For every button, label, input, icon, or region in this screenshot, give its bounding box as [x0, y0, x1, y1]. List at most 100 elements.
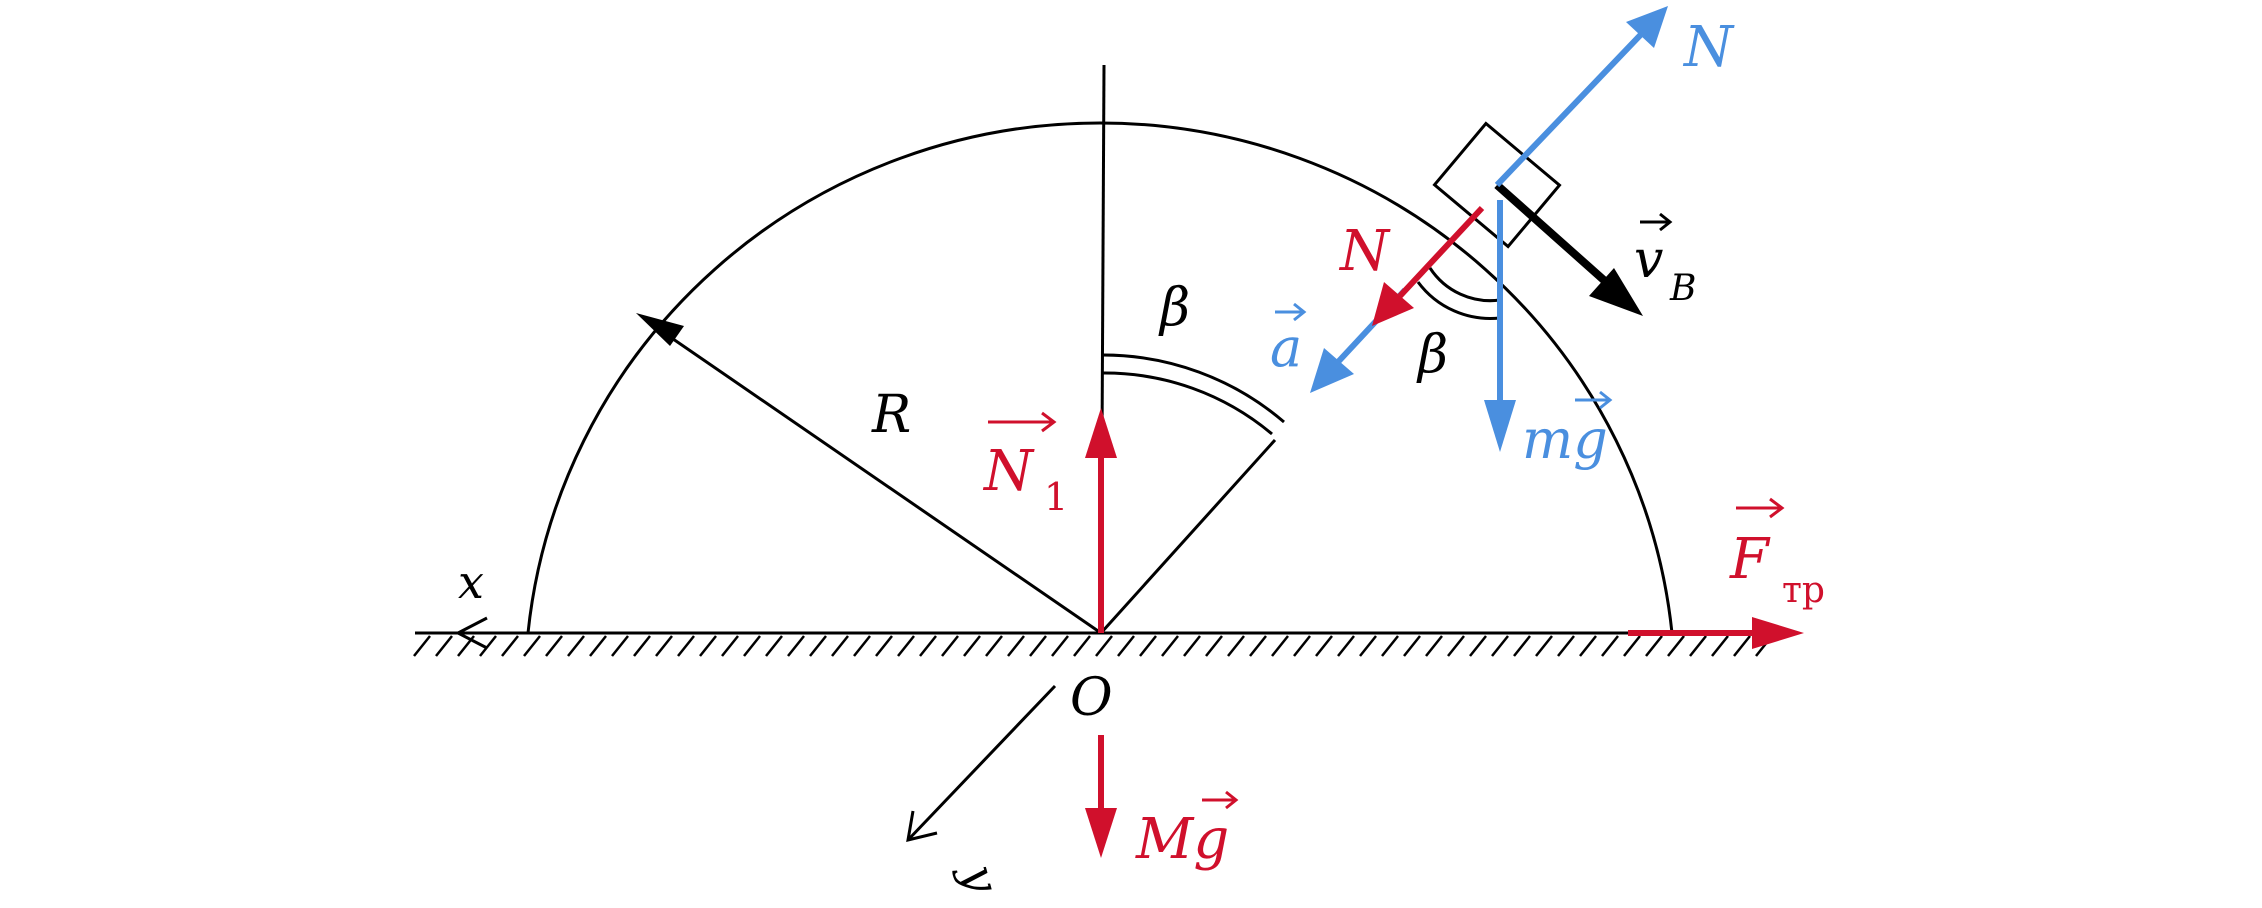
friction-label: F: [1729, 527, 1771, 592]
gravity-hemisphere-arrow: [1085, 735, 1117, 858]
hatch-mark: [831, 635, 849, 657]
hatch-mark: [1073, 635, 1091, 657]
hatch-mark: [1007, 635, 1025, 657]
velocity-arrow: [1494, 182, 1643, 316]
block-angle-arc: [1416, 267, 1501, 320]
velocity-subscript: B: [1669, 268, 1696, 309]
gravity-block-arrow: [1484, 200, 1516, 452]
hatch-mark: [1051, 635, 1069, 657]
hatch-mark: [1293, 635, 1311, 657]
x-axis-label: x: [458, 555, 484, 609]
radius-label: R: [871, 385, 911, 445]
hatch-mark: [1689, 635, 1707, 657]
hatch-mark: [1491, 635, 1509, 657]
center-angle-label: β: [1158, 278, 1190, 338]
hatch-mark: [589, 635, 607, 657]
hatch-mark: [853, 635, 871, 657]
hatch-mark: [743, 635, 761, 657]
hatch-mark: [677, 635, 695, 657]
hatch-mark: [897, 635, 915, 657]
normal-floor-over-arrow: [988, 411, 1057, 433]
hatch-mark: [1139, 635, 1157, 657]
normal-on-hemisphere-label: N: [1338, 219, 1391, 284]
hatch-mark: [985, 635, 1003, 657]
normal-block-arrow: [1494, 6, 1668, 188]
hatch-mark: [1161, 635, 1179, 657]
radius-arrow: [636, 313, 1102, 635]
hatch-mark: [1579, 635, 1597, 657]
y-axis-arrow: [906, 684, 1057, 842]
hatch-mark: [1359, 635, 1377, 657]
hatch-mark: [1623, 635, 1641, 657]
acceleration-over-arrow: [1275, 302, 1307, 322]
hatch-mark: [1513, 635, 1531, 657]
normal-floor-arrow: [1085, 408, 1117, 633]
hatch-mark: [963, 635, 981, 657]
hatch-mark: [1183, 635, 1201, 657]
acceleration-label: a: [1270, 316, 1302, 379]
block-angle-label: β: [1416, 325, 1448, 385]
hatch-mark: [1535, 635, 1553, 657]
normal-floor-subscript: 1: [1044, 475, 1068, 519]
hatch-mark: [413, 635, 431, 657]
hatch-mark: [1249, 635, 1267, 657]
hatch-mark: [1029, 635, 1047, 657]
gravity-block-over-arrow: [1575, 390, 1613, 410]
hatch-mark: [1557, 635, 1575, 657]
hatch-mark: [1425, 635, 1443, 657]
hatch-mark: [875, 635, 893, 657]
hatch-mark: [479, 635, 497, 657]
hatch-mark: [655, 635, 673, 657]
hatch-mark: [545, 635, 563, 657]
origin-label: O: [1070, 668, 1113, 728]
hatch-mark: [501, 635, 519, 657]
hatch-mark: [919, 635, 937, 657]
hatch-mark: [1601, 635, 1619, 657]
hatch-mark: [1667, 635, 1685, 657]
gravity-block-label: mg: [1522, 408, 1608, 471]
normal-block-label: N: [1682, 15, 1735, 80]
hatch-mark: [523, 635, 541, 657]
hatch-mark: [1381, 635, 1399, 657]
hatch-mark: [435, 635, 453, 657]
normal-on-hemisphere-arrow: [1372, 205, 1485, 326]
hemisphere-outline: [526, 121, 1674, 634]
ground: [413, 631, 1790, 657]
hatch-mark: [611, 635, 629, 657]
ground-hatching: [413, 635, 1773, 657]
friction-subscript: тр: [1782, 570, 1825, 611]
velocity-label: v: [1634, 230, 1663, 290]
hatch-mark: [699, 635, 717, 657]
hatch-mark: [1117, 635, 1135, 657]
hatch-mark: [633, 635, 651, 657]
hatch-mark: [1447, 635, 1465, 657]
hatch-mark: [1271, 635, 1289, 657]
hatch-mark: [1227, 635, 1245, 657]
x-axis-arrow: [454, 616, 488, 650]
hatch-mark: [1315, 635, 1333, 657]
hatch-mark: [1205, 635, 1223, 657]
hatch-mark: [1095, 635, 1113, 657]
hatch-mark: [1469, 635, 1487, 657]
friction-over-arrow: [1736, 497, 1785, 519]
block-radius-line: [1099, 438, 1277, 635]
hatch-mark: [765, 635, 783, 657]
velocity-arrow-over: [1640, 212, 1673, 232]
normal-floor-label: N: [982, 439, 1035, 504]
hatch-mark: [721, 635, 739, 657]
hatch-mark: [809, 635, 827, 657]
hatch-mark: [567, 635, 585, 657]
hatch-mark: [941, 635, 959, 657]
hatch-mark: [787, 635, 805, 657]
hatch-mark: [1711, 635, 1729, 657]
y-axis-label: y: [951, 857, 1011, 899]
center-angle-arc: [1101, 353, 1285, 436]
gravity-hemisphere-label: Mg: [1135, 807, 1229, 872]
hatch-mark: [1645, 635, 1663, 657]
hatch-mark: [1403, 635, 1421, 657]
gravity-hemisphere-over-arrow: [1202, 790, 1239, 810]
hatch-mark: [1733, 635, 1751, 657]
friction-arrow: [1628, 617, 1804, 649]
hatch-mark: [1337, 635, 1355, 657]
